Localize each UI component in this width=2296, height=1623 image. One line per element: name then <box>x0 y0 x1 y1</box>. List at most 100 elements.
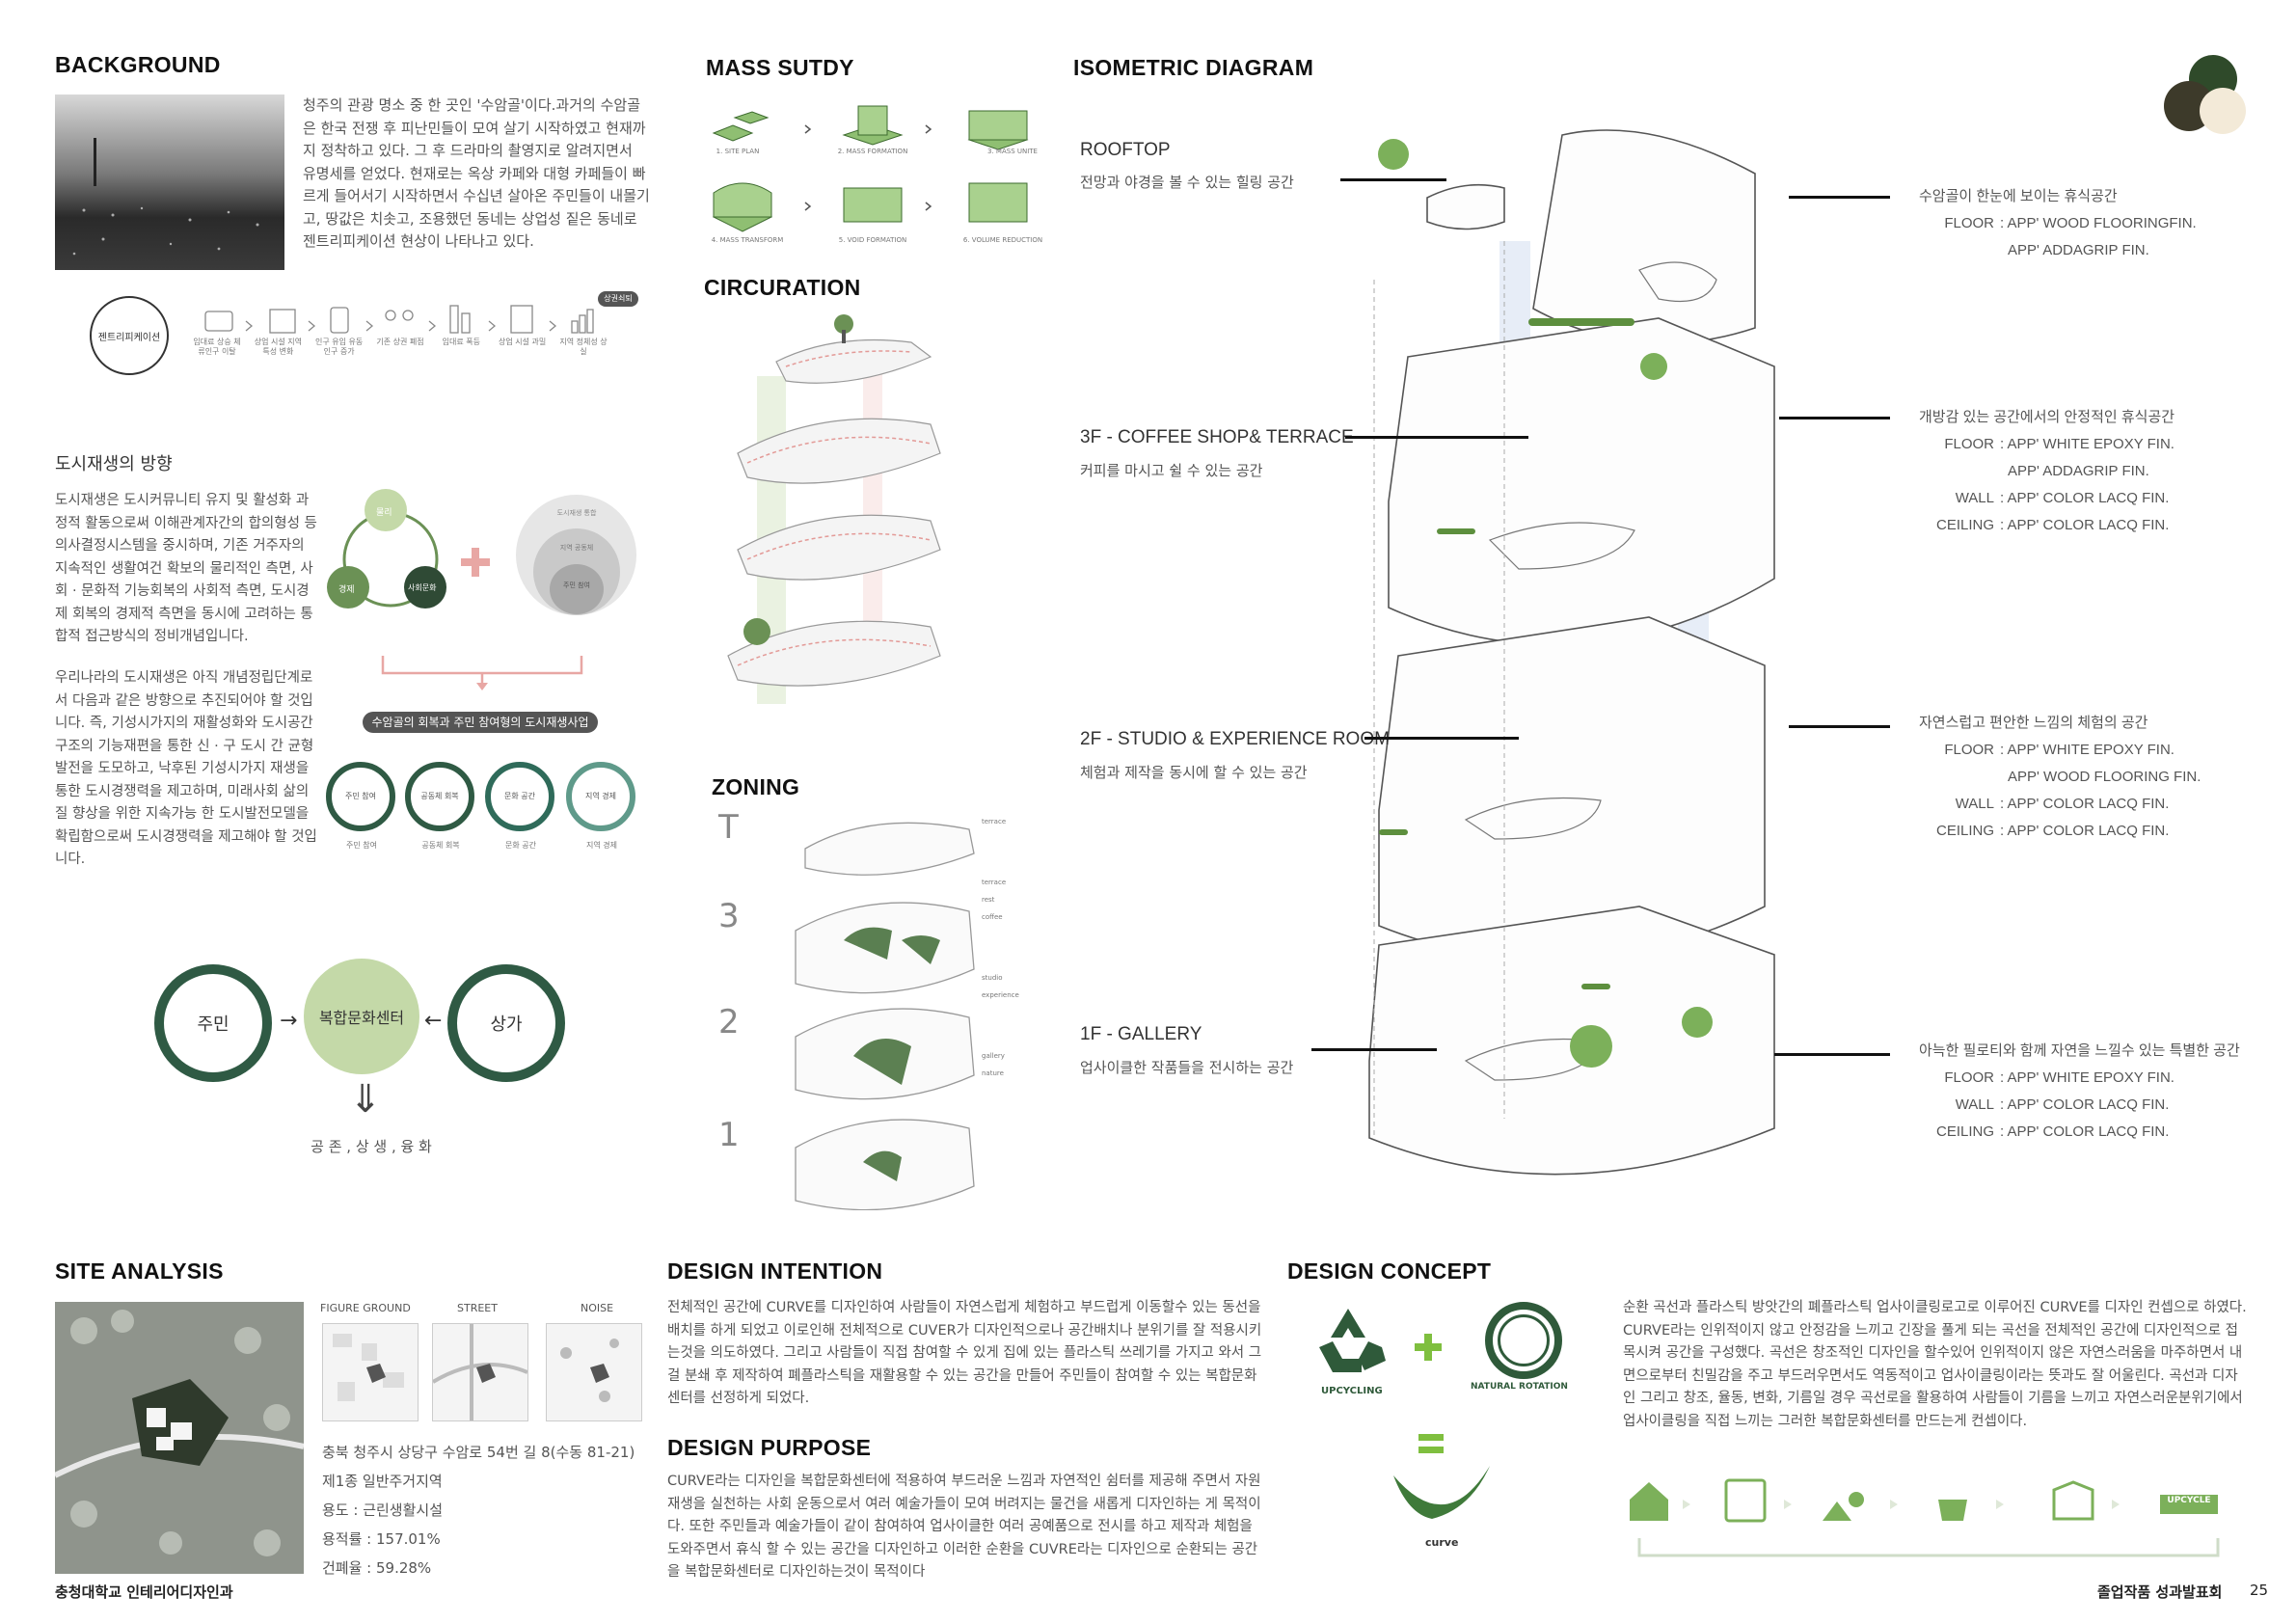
step-label: 지역 정체성 상실 <box>559 338 608 356</box>
resident-label: 주민 <box>197 1014 230 1035</box>
spec-key: FLOOR <box>1944 436 1994 452</box>
ring-note: 지역 경제 <box>586 841 617 850</box>
footer-school: 충청대학교 인테리어디자인과 <box>55 1583 233 1601</box>
curve-label: curve <box>1425 1536 1459 1549</box>
sphere-inner <box>550 564 604 614</box>
mass-step-label: 4. MASS TRANSFORM <box>711 236 784 244</box>
design-intention-paragraph: 전체적인 공간에 CURVE를 디자인하여 사람들이 자연스럽게 체험하고 부드… <box>667 1300 1262 1406</box>
ring-label: 지역 경제 <box>585 792 616 800</box>
background-title: BACKGROUND <box>55 52 221 77</box>
noise-map <box>546 1323 642 1421</box>
spec-key: FLOOR <box>1944 1069 1994 1086</box>
spec-value: : APP' COLOR LACQ FIN. <box>2000 823 2170 839</box>
isometric-building <box>1350 96 1832 1205</box>
zone-legend-item: coffee <box>982 913 1003 921</box>
site-aerial-map <box>53 1302 305 1574</box>
site-zone: 제1종 일반주거지역 <box>322 1473 443 1490</box>
leader-line <box>1364 737 1519 740</box>
gentrification-step-labels: 임대료 상승 체류인구 이탈 상업 시설 지역 특성 변화 인구 유입 유동인구… <box>193 338 608 357</box>
design-intention-title: DESIGN INTENTION <box>667 1258 883 1284</box>
design-purpose-paragraph: CURVE라는 디자인을 복합문화센터에 적용하여 부드러운 느낌과 자연적인 … <box>667 1474 1261 1580</box>
spec-key: WALL <box>1955 796 1994 812</box>
floor-label-3f: 3F - COFFEE SHOP& TERRACE <box>1080 427 1354 447</box>
leader-line <box>1345 436 1528 439</box>
zoning-plates <box>795 822 975 1211</box>
spec-key: WALL <box>1955 490 1994 506</box>
street-map <box>431 1323 528 1421</box>
mass-study-diagram <box>704 96 1051 251</box>
spec-value: : APP' COLOR LACQ FIN. <box>2000 517 2170 533</box>
value-ring-2 <box>405 762 474 831</box>
spec-value: : APP' WHITE EPOXY FIN. <box>2000 742 2174 758</box>
rotation-ring <box>1485 1302 1562 1379</box>
zone-legend-item: experience <box>982 991 1019 999</box>
center-label: 복합문화센터 <box>318 1009 405 1027</box>
bracket-connector <box>381 656 583 694</box>
figure-ground-map <box>322 1323 419 1421</box>
spec-rooftop: 수암골이 한눈에 보이는 휴식공간 FLOOR: APP' WOOD FLOOR… <box>1919 183 2197 264</box>
circulation-title: CIRCURATION <box>704 275 861 300</box>
photo-skyline <box>55 95 284 270</box>
double-arrow-down-icon: ⇓ <box>349 1077 382 1122</box>
spec-title: 자연스럽고 편안한 느낌의 체험의 공간 <box>1919 715 2148 731</box>
ring-label: 주민 참여 <box>345 792 376 800</box>
upcycling-label: UPCYCLING <box>1321 1386 1383 1396</box>
recycle-icon <box>1310 1304 1391 1381</box>
cycle-label: 경제 <box>338 585 355 595</box>
leader-line <box>1789 196 1890 199</box>
spec-2f: 자연스럽고 편안한 느낌의 체험의 공간 FLOOR : APP' WHITE E… <box>1919 710 2201 845</box>
spec-value: : APP' WOOD FLOORINGFIN. <box>2000 215 2197 231</box>
isometric-building-drawing <box>1368 129 1775 1176</box>
urban-regeneration-title: 도시재생의 방향 <box>55 454 173 474</box>
resident-circle: 주민 <box>154 964 272 1082</box>
ring-note: 문화 공간 <box>505 841 536 850</box>
floor-label-2f: 2F - STUDIO & EXPERIENCE ROOM <box>1080 729 1390 749</box>
sphere-label: 주민 참여 <box>563 582 590 589</box>
gentrification-label: 젠트리피케이션 <box>97 332 161 343</box>
decline-badge: 상권쇠퇴 <box>598 291 638 307</box>
page-number: 25 <box>2250 1582 2269 1599</box>
step-label: 상업 시설 과밀 <box>499 338 547 346</box>
step-label: 인구 유입 유동인구 증가 <box>315 338 364 356</box>
spec-key: CEILING <box>1935 823 1994 839</box>
circulation-diagram <box>718 309 959 733</box>
map-label-noise: NOISE <box>581 1302 614 1314</box>
leader-line <box>1774 1053 1890 1056</box>
arrow-left-icon: ← <box>424 1009 443 1033</box>
site-info: 충북 청주시 상당구 수암로 54번 길 8(수동 81-21) 제1종 일반주… <box>322 1438 635 1582</box>
curve-leaf-icon <box>1389 1461 1495 1538</box>
rotation-ring-inner <box>1498 1314 1550 1366</box>
zone-legend-item: terrace <box>982 879 1007 886</box>
mass-step-label: 1. SITE PLAN <box>716 148 760 155</box>
urban-para-2: 우리나라의 도시재생은 아직 개념정립단계로서 다음과 같은 방향으로 추진되어… <box>55 670 317 867</box>
leader-line <box>1789 725 1890 728</box>
suamgol-night-photo <box>55 95 284 270</box>
center-circle: 복합문화센터 <box>304 959 419 1074</box>
value-ring-1 <box>326 762 395 831</box>
spec-3f: 개방감 있는 공간에서의 안정적인 휴식공간 FLOOR: APP' WHITE… <box>1919 404 2174 539</box>
zone-level: T <box>718 808 739 847</box>
spec-value: APP' WOOD FLOORING FIN. <box>2008 769 2201 785</box>
site-bcr: 건폐율 : 59.28% <box>322 1559 432 1577</box>
zoning-legend: terrace terrace rest coffee studio exper… <box>982 818 1025 1077</box>
zone-level: 2 <box>718 1003 740 1041</box>
design-concept-title: DESIGN CONCEPT <box>1287 1258 1492 1284</box>
gentrification-step-icons <box>204 305 594 334</box>
spec-value: APP' ADDAGRIP FIN. <box>2008 242 2149 258</box>
spec-key: FLOOR <box>1944 742 1994 758</box>
floor-desc-1f: 업사이클한 작품들을 전시하는 공간 <box>1080 1059 1294 1076</box>
ring-label: 공동체 회복 <box>420 792 459 800</box>
spec-key: WALL <box>1955 1096 1994 1113</box>
commerce-label: 상가 <box>490 1014 523 1035</box>
plus-icon-green <box>1415 1334 1442 1361</box>
map-label-street: STREET <box>457 1302 498 1314</box>
site-use: 용도 : 근린생활시설 <box>322 1501 443 1519</box>
cycle-diagram <box>327 489 446 609</box>
floor-desc-2f: 체험과 제작을 동시에 할 수 있는 공간 <box>1080 764 1308 781</box>
step-label: 임대료 폭등 <box>442 338 480 346</box>
zone-legend-item: gallery <box>982 1052 1005 1060</box>
spec-key: CEILING <box>1935 1123 1994 1140</box>
ring-note: 공동체 회복 <box>421 841 460 850</box>
commerce-circle: 상가 <box>447 964 565 1082</box>
ring-note: 주민 참여 <box>346 841 377 850</box>
